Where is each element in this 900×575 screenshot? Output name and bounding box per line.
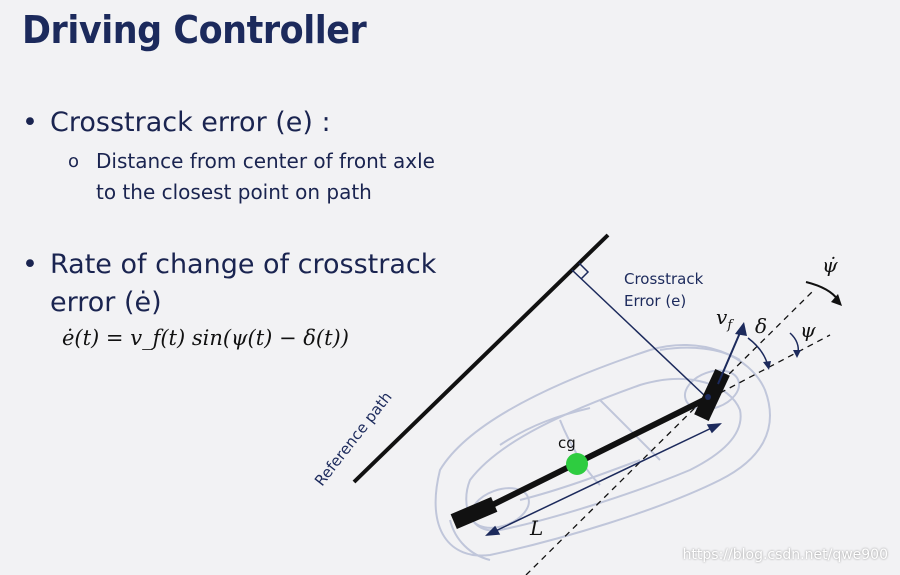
crosstrack-error-line xyxy=(571,269,706,397)
velocity-arrowhead-icon xyxy=(735,322,747,336)
sub-bullet-line-1: Distance from center of front axle xyxy=(96,149,435,173)
steering-angle-label: δ xyxy=(755,314,767,338)
slide-title: Driving Controller xyxy=(22,8,367,52)
crosstrack-label-line-2: Error (e) xyxy=(624,292,686,310)
reference-path-label: Reference path xyxy=(311,388,396,489)
reference-path-line xyxy=(352,233,610,484)
sub-bullet-line-2: to the closest point on path xyxy=(96,180,372,204)
wheelbase-length-label: L xyxy=(529,516,543,540)
bullet-marker: • xyxy=(22,249,38,280)
bullet-text-line-2: error (ė) xyxy=(50,287,162,318)
source-watermark: https://blog.csdn.net/qwe900 xyxy=(682,547,888,563)
right-angle-marker xyxy=(578,262,590,280)
bullet-text: Crosstrack error (e) : xyxy=(50,107,331,138)
bullet-crosstrack-error: • Crosstrack error (e) : xyxy=(22,104,331,142)
front-wheel xyxy=(694,368,730,422)
heading-arc-arrowhead-icon xyxy=(793,350,801,358)
rear-wheel xyxy=(450,497,498,529)
crosstrack-rate-equation: ė(t) = v_f(t) sin(ψ(t) − δ(t)) xyxy=(62,326,349,350)
cg-label: cg xyxy=(558,434,576,452)
sub-bullet-definition: o Distance from center of front axle to … xyxy=(68,146,435,208)
bullet-text-line-1: Rate of change of crosstrack xyxy=(50,249,437,280)
heading-dashed-line xyxy=(525,291,813,575)
yaw-rate-label: ψ̇ xyxy=(822,253,838,277)
front-velocity-arrow xyxy=(717,327,743,385)
yaw-rate-arrowhead-icon xyxy=(831,294,842,306)
cg-marker xyxy=(566,453,588,475)
path-parallel-dashed-line xyxy=(719,334,831,394)
bullet-marker: • xyxy=(22,107,38,138)
heading-angle-label: ψ xyxy=(800,318,816,342)
sub-bullet-marker: o xyxy=(68,151,80,172)
front-axle-center xyxy=(705,394,711,400)
crosstrack-label-line-1: Crosstrack xyxy=(624,270,704,288)
yaw-rate-arc xyxy=(805,281,839,301)
steering-arc-arrowhead-icon xyxy=(763,361,771,370)
wheelbase-dimension xyxy=(485,423,722,536)
wheelbase-line xyxy=(464,395,710,521)
bullet-rate-of-change: • Rate of change of crosstrack error (ė) xyxy=(22,246,437,322)
velocity-label: vf xyxy=(716,305,734,333)
